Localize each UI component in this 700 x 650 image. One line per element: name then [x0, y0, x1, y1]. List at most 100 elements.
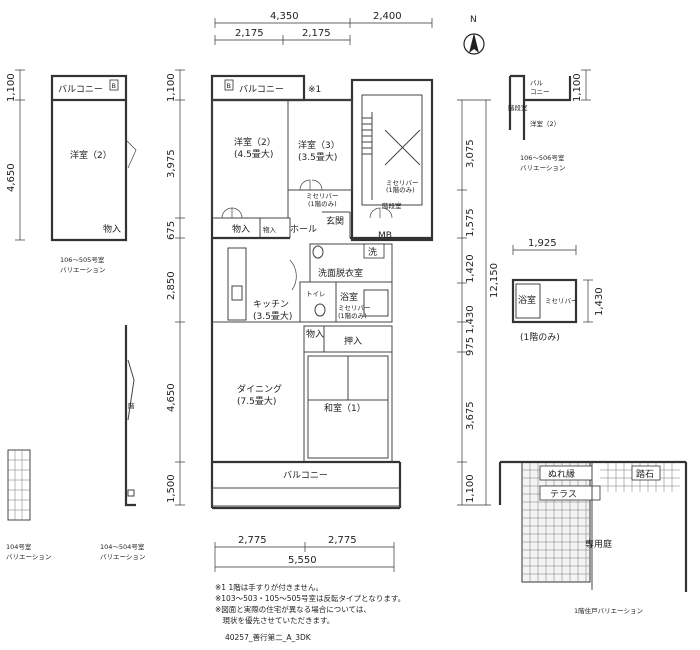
stairs — [362, 112, 421, 200]
dim-top-2175-a: 2,175 — [235, 28, 264, 39]
washroom-label: 洗面脱衣室 — [318, 267, 363, 279]
aux-dim-left-top: 1,100 — [6, 73, 17, 102]
variant-104-504-caption-1: 104～504号室 — [100, 542, 145, 551]
bath-label: 浴室 — [340, 291, 358, 303]
left-dimensions: 1,100 3,975 675 2,850 4,650 1,500 — [166, 69, 185, 506]
variant-right-balcony-1: バル — [530, 79, 544, 87]
terrace-label: テラス — [550, 489, 577, 500]
dining-size: (7.5畳大) — [237, 395, 276, 407]
variant-left: 1,100 4,650 バルコニー B 洋室（2） 物入 106～505号室 バ… — [6, 69, 137, 274]
north-label: N — [470, 15, 477, 25]
dim-right-1430: 1,430 — [465, 305, 476, 334]
bath-check-label: ミセリバー — [338, 304, 371, 312]
dim-left-675: 675 — [166, 221, 177, 240]
variant-bath-caption: (1階のみ) — [520, 332, 560, 343]
washer-label: 洗 — [368, 246, 377, 258]
main-unit: B バルコニー ※1 ミセリバー (1階のみ) 階段室 洋室（2） (4.5畳大 — [210, 74, 434, 510]
variant-104-caption-1: 104号室 — [6, 542, 32, 551]
top-dimensions: 4,350 2,400 2,175 2,175 — [214, 11, 433, 45]
dim-bottom-2775-b: 2,775 — [328, 535, 357, 546]
balcony-b-mark: B — [227, 82, 231, 90]
stair-check-note: (1階のみ) — [386, 185, 415, 194]
western3-size: (3.5畳大) — [298, 151, 337, 163]
japanese-room-name: 和室（1） — [324, 402, 366, 414]
dim-top-4350: 4,350 — [270, 11, 299, 22]
balcony-top-label: バルコニー — [239, 84, 284, 95]
variant-right-balcony-2: コニー — [530, 88, 550, 96]
variant-bath-check: ミセリバー — [545, 297, 578, 305]
dim-left-2850: 2,850 — [166, 271, 177, 300]
variant-left-mid: 階 — [124, 325, 136, 507]
dim-left-4650: 4,650 — [166, 383, 177, 412]
dim-right-3075: 3,075 — [465, 139, 476, 168]
note-4: 現状を優先させていただきます。 — [215, 615, 334, 625]
closet-label: 押入 — [344, 335, 362, 347]
dim-left-1500: 1,500 — [166, 474, 177, 503]
footer-code: 40257_善行第二_A_3DK — [225, 632, 312, 642]
variant-left-caption-1: 106～505号室 — [60, 255, 105, 264]
variant-right-room: 洋室（2） — [530, 119, 560, 128]
storage-c-label: 物入 — [306, 328, 324, 340]
garden-label: 専用庭 — [585, 538, 612, 550]
north-arrow: N — [463, 15, 485, 55]
note-2: ※103～503・105～505号室は反転タイプとなります。 — [215, 593, 405, 603]
dim-top-2400: 2,400 — [373, 11, 402, 22]
stair-check-label: ミセリバー — [386, 179, 419, 187]
dim-right-total: 12,150 — [489, 263, 500, 298]
bottom-dimensions: 2,775 2,775 5,550 — [214, 535, 395, 572]
variant-bath: 1,925 1,430 浴室 ミセリバー (1階のみ) — [511, 238, 605, 343]
right-dimensions: 3,075 1,575 1,420 1,430 975 3,675 1,100 … — [457, 99, 500, 506]
dim-right-975: 975 — [465, 337, 476, 356]
note-3: ※図面と実際の住宅が異なる場合については、 — [215, 604, 371, 614]
variant-left-balcony-b: B — [112, 82, 116, 90]
dim-right-1575: 1,575 — [465, 208, 476, 237]
variant-104-504-caption-2: バリエーション — [100, 553, 145, 561]
western3-name: 洋室（3） — [298, 139, 340, 151]
dim-right-1100: 1,100 — [465, 474, 476, 503]
aux-dim-right-top: 1,100 — [572, 73, 583, 102]
terrace-wet-label: ぬれ縁 — [548, 468, 575, 480]
aux-dim-left-mid: 4,650 — [6, 163, 17, 192]
entrance-label: 玄関 — [326, 215, 344, 227]
dim-left-1100: 1,100 — [166, 73, 177, 102]
aux-dim-bath-h: 1,430 — [594, 287, 605, 316]
terrace-stone-label: 踏石 — [636, 468, 654, 480]
toilet-label: トイレ — [306, 290, 326, 298]
balcony-bottom-label: バルコニー — [283, 470, 328, 481]
ev-check-label: ミセリバー — [306, 192, 339, 200]
variant-left-storage: 物入 — [103, 223, 121, 235]
bath-check-note: (1階のみ) — [338, 311, 367, 320]
variant-104-grid — [8, 450, 30, 520]
dim-left-3975: 3,975 — [166, 149, 177, 178]
dining-name: ダイニング — [237, 383, 282, 395]
variant-bath-room: 浴室 — [518, 294, 536, 306]
stair-room-label: 階段室 — [382, 201, 402, 210]
dim-right-3675: 3,675 — [465, 401, 476, 430]
variant-104-caption-2: バリエーション — [6, 553, 51, 561]
dim-right-1420: 1,420 — [465, 254, 476, 283]
terrace-caption: 1階住戸バリエーション — [574, 606, 643, 615]
variant-left-caption-2: バリエーション — [60, 266, 105, 274]
western2-size: (4.5畳大) — [234, 148, 273, 160]
variant-right-stair: 階段室 — [508, 103, 528, 112]
variant-right-caption-1: 106～506号室 — [520, 153, 565, 162]
variant-right-caption-2: バリエーション — [520, 164, 565, 172]
variant-bottom-left: 104号室 バリエーション 104～504号室 バリエーション — [6, 449, 145, 561]
aux-dim-bath-w: 1,925 — [528, 238, 557, 249]
hall-label: ホール — [290, 224, 317, 235]
storage-b-label: 物入 — [263, 225, 277, 234]
mb-label: MB — [378, 231, 392, 241]
variant-left-room: 洋室（2） — [70, 149, 112, 161]
dim-bottom-2775-a: 2,775 — [238, 535, 267, 546]
kitchen-size: (3.5畳大) — [253, 310, 292, 322]
ev-check-note: (1階のみ) — [308, 199, 337, 208]
note-mark: ※1 — [308, 85, 321, 95]
variant-left-mid-label: 階 — [128, 401, 135, 410]
dim-top-2175-b: 2,175 — [302, 28, 331, 39]
storage-a-label: 物入 — [232, 223, 250, 235]
kitchen-name: キッチン — [253, 299, 289, 310]
western2-name: 洋室（2） — [234, 136, 276, 148]
dim-bottom-5550: 5,550 — [288, 555, 317, 566]
variant-right-top: 1,100 バル コニー 階段室 洋室（2） 106～506号室 バリエーション — [508, 69, 591, 172]
